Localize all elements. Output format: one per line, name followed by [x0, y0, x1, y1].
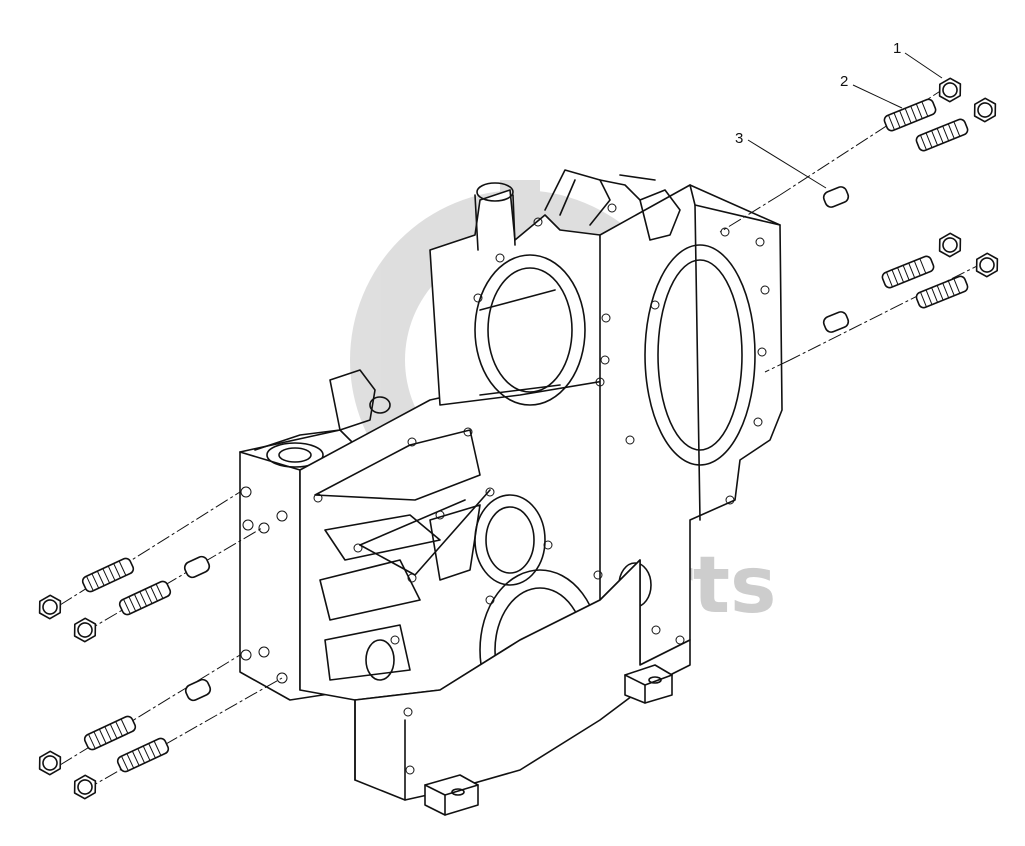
hex-nut-icon	[38, 594, 62, 620]
callout-1: 1	[893, 40, 901, 57]
threaded-stud-icon	[81, 557, 135, 593]
hex-nut-icon	[973, 97, 997, 123]
callout-leader-2	[852, 84, 903, 109]
gear-housing	[239, 169, 783, 816]
callout-2: 2	[840, 73, 848, 90]
callout-leader-3	[747, 139, 827, 189]
dowel-pin-icon	[184, 678, 212, 702]
hex-nut-icon	[938, 77, 962, 103]
fasteners-upper-right	[822, 77, 999, 333]
callout-leader-1	[904, 52, 943, 79]
threaded-stud-icon	[118, 580, 172, 616]
threaded-stud-icon	[915, 275, 969, 309]
threaded-stud-icon	[883, 98, 937, 132]
threaded-stud-icon	[881, 255, 935, 289]
mounting-holes	[240, 203, 770, 775]
dowel-pin-icon	[822, 311, 850, 333]
fasteners-left	[38, 555, 212, 800]
dowel-pin-icon	[822, 186, 850, 208]
callout-3: 3	[735, 130, 743, 147]
hex-nut-icon	[975, 252, 999, 278]
hex-nut-icon	[73, 617, 97, 643]
threaded-stud-icon	[915, 118, 969, 152]
dowel-pin-icon	[183, 555, 211, 579]
threaded-stud-icon	[83, 715, 137, 751]
threaded-stud-icon	[116, 737, 170, 773]
hex-nut-icon	[73, 774, 97, 800]
hex-nut-icon	[38, 750, 62, 776]
callouts: 1 2 3	[735, 40, 943, 189]
hex-nut-icon	[938, 232, 962, 258]
